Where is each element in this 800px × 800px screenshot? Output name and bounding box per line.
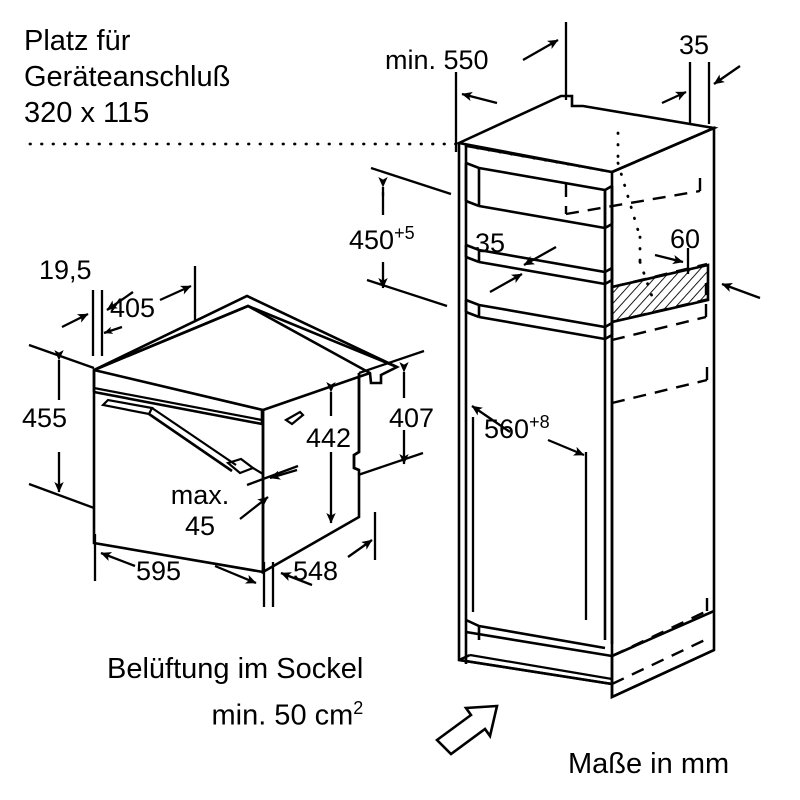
dim-niche-width-value: 560	[484, 414, 530, 444]
dim-top-depth-405: 405	[110, 293, 156, 323]
ventilation-line2: min. 50 cm2	[107, 689, 363, 736]
dim-rear-gap-60: 60	[670, 224, 701, 254]
dim-width-595: 595	[136, 556, 182, 586]
ventilation-line1: Belüftung im Sockel	[107, 653, 364, 685]
dim-depth-548: 548	[293, 556, 339, 586]
connection-space-note: Platz für Geräteanschluß 320 x 115	[24, 23, 230, 131]
dim-door-gap-max-45: max. 45	[145, 480, 255, 542]
airflow-arrow-icon	[435, 704, 499, 756]
ventilation-area-exponent: 2	[353, 698, 364, 718]
units-note: Maße in mm	[568, 748, 730, 780]
dim-niche-height-450: 450+5	[349, 223, 415, 256]
connection-space-line1: Platz für	[24, 25, 131, 57]
dim-min-depth-550: min. 550	[385, 45, 489, 75]
dim-shelf-thickness-35: 35	[475, 228, 506, 258]
dim-door-gap-value: 45	[184, 511, 216, 541]
dim-door-gap-label: max.	[170, 480, 230, 510]
ventilation-note: Belüftung im Sockel min. 50 cm2	[107, 650, 363, 736]
connection-space-line2: Geräteanschluß	[24, 61, 231, 93]
dim-inner-height-442: 442	[306, 423, 352, 453]
dim-front-offset-19-5: 19,5	[39, 255, 92, 285]
cabinet-niche	[454, 94, 719, 700]
appliance-body	[92, 294, 400, 575]
ventilation-area-text: min. 50 cm	[211, 699, 354, 732]
dim-niche-width-tolerance: +8	[529, 412, 550, 432]
dimension-lines	[28, 22, 761, 620]
hidden-edges-dashed	[564, 176, 710, 686]
dim-side-height-407: 407	[389, 403, 435, 433]
dim-niche-width-560: 560+8	[484, 412, 550, 445]
hatched-support-block	[610, 263, 710, 324]
connection-space-line3: 320 x 115	[24, 97, 150, 129]
dim-niche-height-tolerance: +5	[394, 223, 415, 243]
dotted-reference-lines	[28, 131, 657, 307]
dim-front-height-455: 455	[22, 403, 68, 433]
dim-niche-height-value: 450	[349, 225, 395, 255]
dim-top-gap-35: 35	[679, 30, 710, 60]
